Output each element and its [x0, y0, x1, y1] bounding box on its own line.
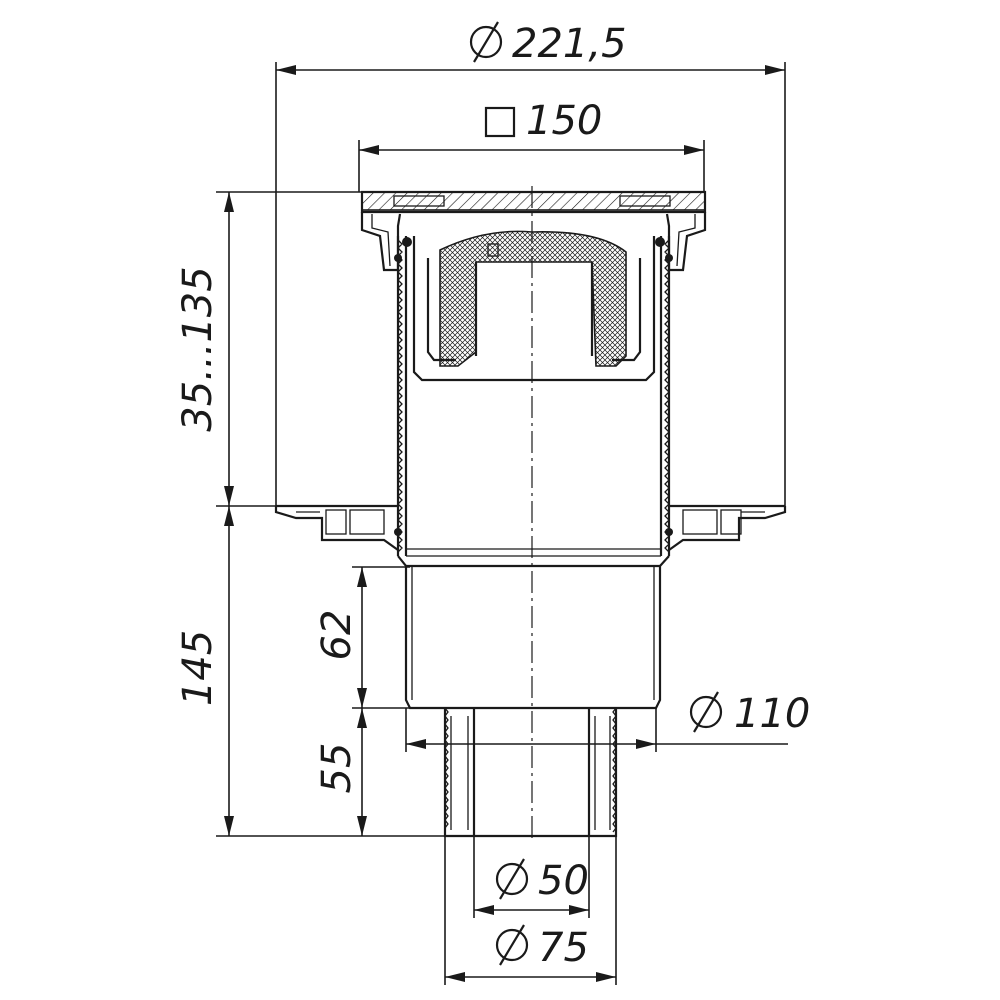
diameter-symbol-icon — [689, 691, 723, 733]
socket-upper-label: 62 — [314, 610, 360, 661]
drain-body — [274, 186, 787, 842]
socket-lower-dimension: 55 — [314, 708, 367, 836]
socket-diameter-dimension: 110 — [405, 691, 810, 752]
outer-diameter-dimension: 221,5 — [275, 21, 786, 506]
extension-pipe — [396, 236, 671, 557]
outer-diameter-label: 221,5 — [512, 21, 627, 67]
outer-outlet-dimension: 75 — [444, 836, 617, 985]
diameter-symbol-icon — [495, 924, 529, 966]
socket-upper-dimension: 62 — [314, 566, 410, 709]
socket-diameter-label: 110 — [734, 691, 810, 737]
body-height-label: 145 — [175, 630, 221, 706]
height-adjust-dimension: 35...135 — [175, 191, 362, 507]
socket-lower-label: 55 — [314, 743, 360, 794]
outer-outlet-label: 75 — [538, 925, 589, 971]
inner-outlet-label: 50 — [538, 858, 589, 904]
flange — [274, 504, 787, 551]
outlet-pipe — [443, 707, 618, 838]
grate-size-dimension: 150 — [358, 98, 705, 192]
body-height-dimension: 145 — [175, 506, 445, 837]
seal-rings — [394, 237, 673, 536]
grate — [360, 190, 707, 214]
body-socket — [397, 555, 670, 710]
grate-size-label: 150 — [526, 98, 602, 144]
diameter-symbol-icon — [469, 21, 503, 63]
diameter-symbol-icon — [495, 858, 529, 900]
odor-trap — [412, 230, 656, 382]
inner-outlet-dimension: 50 — [473, 836, 590, 918]
height-adjust-label: 35...135 — [175, 266, 221, 431]
square-symbol-icon — [484, 106, 516, 138]
